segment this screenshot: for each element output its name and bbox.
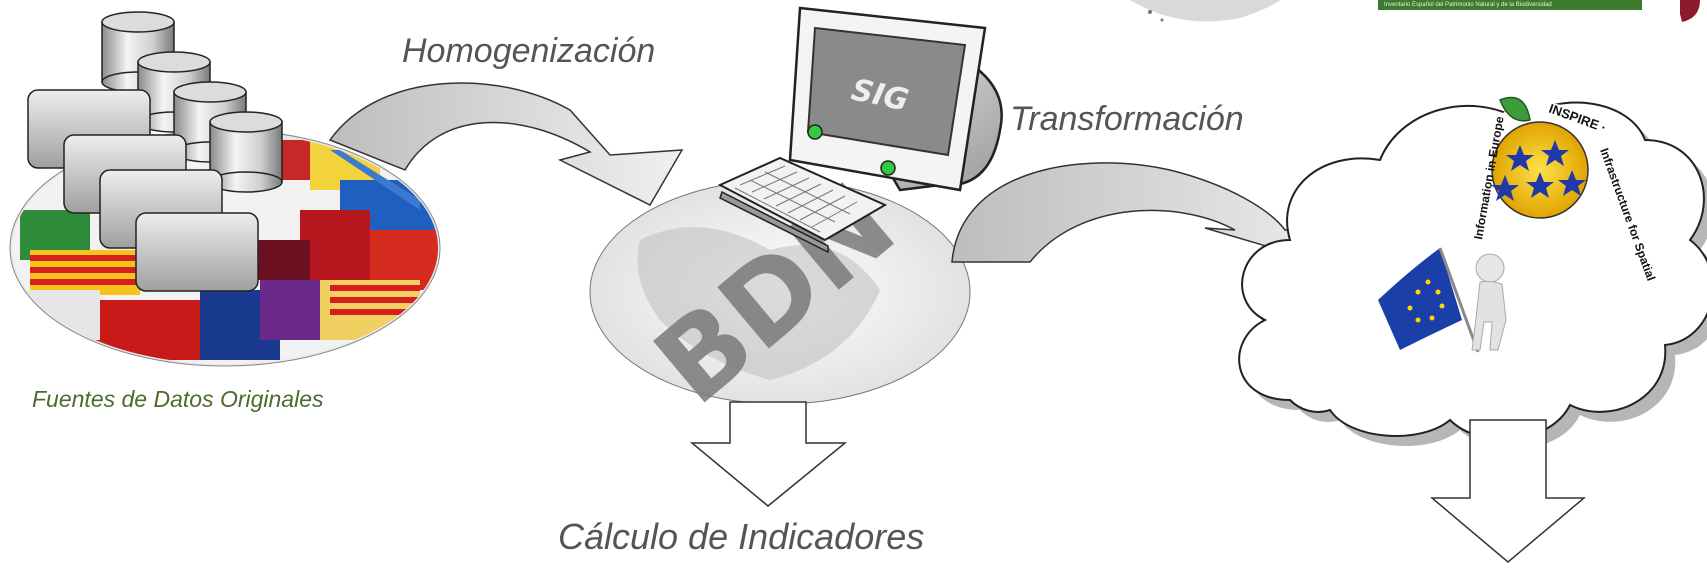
transformation-arrow bbox=[951, 162, 1373, 263]
database-stack-icon bbox=[27, 11, 283, 292]
bdn-disc: BDN bbox=[589, 159, 971, 429]
down-arrow-publication bbox=[1429, 419, 1587, 563]
homogenization-label: Homogenización bbox=[402, 32, 656, 70]
homogenization-arrow bbox=[328, 82, 684, 206]
eu-flag-icon bbox=[1354, 240, 1544, 353]
original-sources-label: Fuentes de Datos Originales bbox=[32, 386, 324, 412]
header-banner: Inventario Español del Patrimonio Natura… bbox=[1378, 0, 1642, 10]
keyboard-icon bbox=[717, 156, 888, 254]
corner-logo bbox=[1680, 0, 1700, 22]
down-arrow-indicators bbox=[689, 401, 848, 507]
indicators-calculation-label: Cálculo de Indicadores bbox=[558, 516, 925, 557]
decorative-speckle bbox=[1130, 0, 1280, 22]
transformation-label: Transformación bbox=[1010, 100, 1244, 138]
monitor-icon: SIG bbox=[788, 6, 1003, 192]
